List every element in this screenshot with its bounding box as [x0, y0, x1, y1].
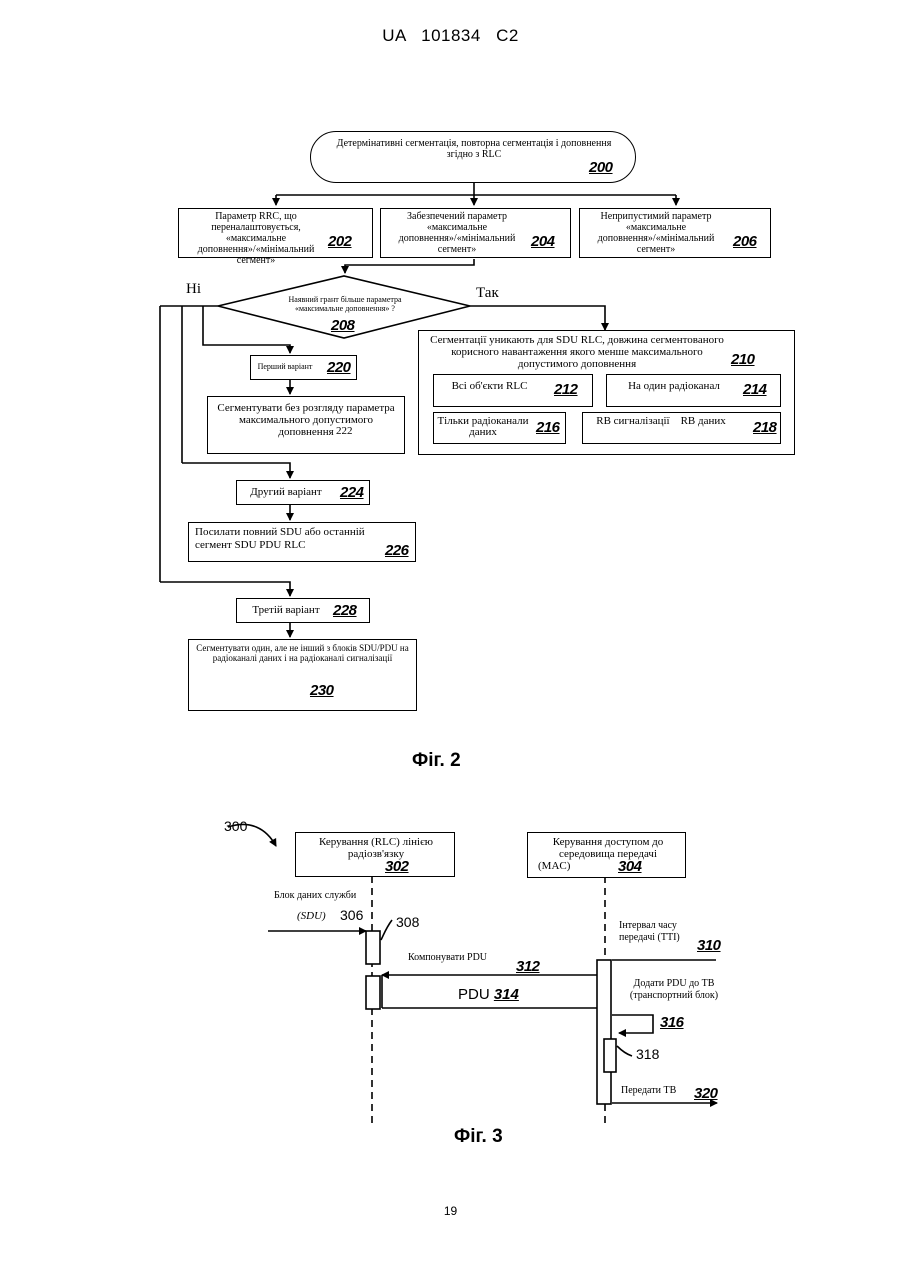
compose-pdu-label: Компонувати PDU	[408, 952, 487, 964]
rlc-text: Керування (RLC) лінією радіозв'язку	[306, 836, 446, 860]
decision-yes-label: Так	[476, 287, 499, 299]
start-text: Детермінативні сегментація, повторна сег…	[329, 138, 619, 160]
decision-no-label: Ні	[186, 283, 201, 295]
box-214-text: На один радіоканал	[619, 381, 729, 392]
box-230: Сегментувати один, але не інший з блоків…	[188, 639, 417, 711]
box-212-text: Всі об'єкти RLC	[442, 381, 537, 392]
pdu-arrow-label: PDU 314	[458, 986, 519, 1004]
box-224-text: Другий варіант	[241, 487, 331, 498]
pdu-label: PDU	[458, 986, 490, 1003]
ref-228: 228	[333, 602, 357, 619]
ref-314: 314	[494, 986, 519, 1003]
ref-206: 206	[733, 233, 757, 250]
ref-214: 214	[743, 381, 767, 398]
ref-218: 218	[753, 419, 777, 436]
ref-302: 302	[385, 858, 409, 875]
box-230-text: Сегментувати один, але не інший з блоків…	[191, 643, 414, 663]
decision-208-text: Наявний грант більше параметра «максимал…	[278, 295, 412, 313]
box-216: Тільки радіоканали даних 216	[433, 412, 566, 444]
box-202: Параметр RRC, що переналаштовується, «ма…	[178, 208, 373, 258]
ref-304: 304	[618, 858, 642, 875]
fig2-caption: Фіг. 2	[412, 750, 461, 772]
ref-300: 300	[224, 820, 247, 832]
ref-226: 226	[385, 542, 409, 559]
ref-220: 220	[327, 359, 351, 376]
ref-204: 204	[531, 233, 555, 250]
start-box-200: Детермінативні сегментація, повторна сег…	[310, 131, 636, 183]
ref-200: 200	[589, 159, 613, 176]
box-220: Перший варіант 220	[250, 355, 357, 380]
box-206: Неприпустимий параметр «максимальне допо…	[579, 208, 771, 258]
ref-210: 210	[731, 351, 755, 368]
send-tb-label: Передати TB	[621, 1085, 676, 1097]
box-222: Сегментувати без розгляду параметра макс…	[207, 396, 405, 454]
box-204: Забезпечений параметр «максимальне допов…	[380, 208, 571, 258]
box-228-text: Третій варіант	[241, 605, 331, 616]
ref-316: 316	[660, 1014, 684, 1031]
ref-318: 318	[636, 1048, 659, 1060]
ref-222: 222	[336, 425, 353, 437]
ref-320: 320	[694, 1085, 718, 1102]
box-210-text: Сегментації уникають для SDU RLC, довжин…	[421, 334, 733, 370]
add-pdu-label: Додати PDU до TB (транспортний блок)	[624, 978, 724, 1002]
ref-306: 306	[340, 909, 363, 921]
box-226: Посилати повний SDU або останній сегмент…	[188, 522, 416, 562]
ref-224: 224	[340, 484, 364, 501]
box-220-text: Перший варіант	[255, 362, 315, 371]
mac-text: Керування доступом до середовища передач…	[538, 836, 678, 860]
ref-310: 310	[697, 937, 721, 954]
box-204-text: Забезпечений параметр «максимальне допов…	[387, 211, 527, 255]
ref-308: 308	[396, 916, 419, 928]
box-226-text: Посилати повний SDU або останній сегмент…	[195, 526, 395, 552]
ref-230: 230	[310, 682, 334, 699]
tti-label: Інтервал часу передачі (TTI)	[619, 920, 697, 944]
sdu-label-line1: Блок даних служби	[274, 890, 356, 902]
sdu-label-line2: (SDU)	[297, 910, 326, 922]
box-206-text: Неприпустимий параметр «максимальне допо…	[584, 211, 728, 255]
box-218: RB сигналізації RB даних 218	[582, 412, 781, 444]
box-228: Третій варіант 228	[236, 598, 370, 623]
box-222-text: Сегментувати без розгляду параметра макс…	[212, 402, 400, 438]
rlc-box-302: Керування (RLC) лінією радіозв'язку 302	[295, 832, 455, 877]
mac-abbr: (MAC)	[538, 860, 570, 872]
box-216-text: Тільки радіоканали даних	[436, 416, 530, 438]
box-212: Всі об'єкти RLC 212	[433, 374, 593, 407]
ref-216: 216	[536, 419, 560, 436]
ref-312: 312	[516, 958, 540, 975]
ref-208: 208	[331, 317, 355, 334]
page-number: 19	[0, 1204, 901, 1218]
mac-box-304: Керування доступом до середовища передач…	[527, 832, 686, 878]
fig3-caption: Фіг. 3	[454, 1126, 503, 1148]
ref-212: 212	[554, 381, 578, 398]
box-214: На один радіоканал 214	[606, 374, 781, 407]
box-202-text: Параметр RRC, що переналаштовується, «ма…	[181, 211, 331, 266]
box-224: Другий варіант 224	[236, 480, 370, 505]
ref-202: 202	[328, 233, 352, 250]
box-218-text: RB сигналізації RB даних	[591, 416, 731, 427]
